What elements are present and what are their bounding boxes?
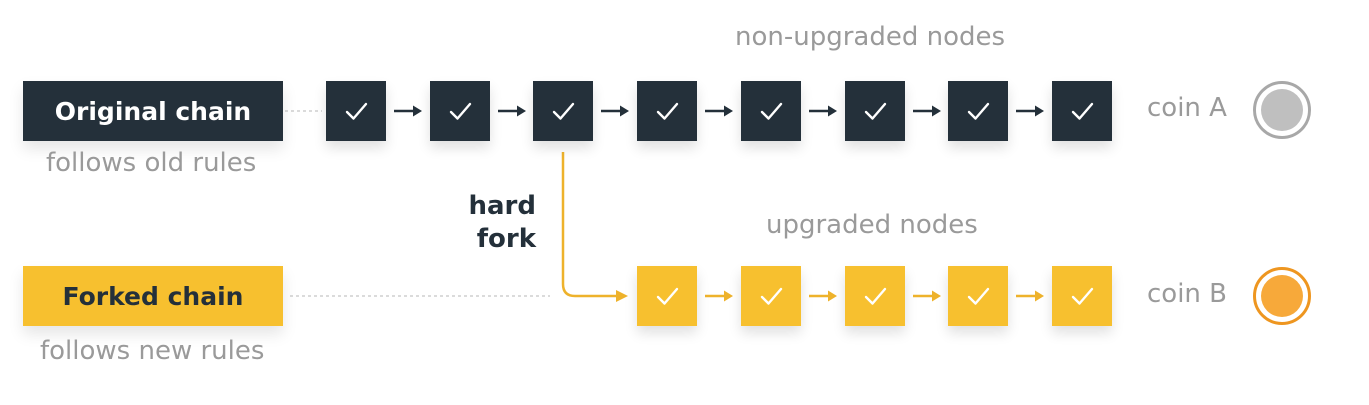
hard-fork-line2: fork <box>476 224 536 254</box>
original-chain-arrow <box>913 105 941 117</box>
checkmark-icon <box>967 102 990 120</box>
upgraded-nodes-text: upgraded nodes <box>766 210 978 240</box>
original-chain-block <box>533 81 593 141</box>
original-chain-block <box>1052 81 1112 141</box>
hard-fork-line1: hard <box>468 191 537 221</box>
original-chain-block <box>845 81 905 141</box>
forked-chain-block <box>1052 266 1112 326</box>
checkmark-icon <box>656 287 679 305</box>
coin-a-icon <box>1253 81 1311 139</box>
forked-chain-text: Forked chain <box>62 281 244 311</box>
original-chain-arrow <box>601 105 629 117</box>
original-chain-arrow <box>498 105 526 117</box>
original-chain-arrow <box>1016 105 1044 117</box>
checkmark-icon <box>345 102 368 120</box>
forked-chain-block <box>637 266 697 326</box>
hard-fork-label: hard fork <box>440 190 537 256</box>
original-chain-arrow <box>394 105 422 117</box>
checkmark-icon <box>967 287 990 305</box>
forked-chain-arrow <box>913 290 941 302</box>
fork-connector-line <box>561 152 618 298</box>
original-chain-arrow <box>705 105 733 117</box>
checkmark-icon <box>760 287 783 305</box>
forked-rules-text: follows new rules <box>40 336 265 366</box>
forked-chain-block <box>948 266 1008 326</box>
fork-connector-arrowhead <box>616 290 628 302</box>
checkmark-icon <box>760 102 783 120</box>
original-chain-label: Original chain <box>23 81 283 141</box>
forked-chain-block <box>845 266 905 326</box>
checkmark-icon <box>656 102 679 120</box>
checkmark-icon <box>552 102 575 120</box>
non-upgraded-nodes-text: non-upgraded nodes <box>735 22 1006 52</box>
coin-b-icon <box>1253 267 1311 325</box>
original-chain-block <box>637 81 697 141</box>
checkmark-icon <box>864 102 887 120</box>
forked-chain-arrow <box>1016 290 1044 302</box>
original-chain-text: Original chain <box>54 96 252 126</box>
coin-a-text: coin A <box>1147 93 1227 123</box>
forked-chain-block <box>741 266 801 326</box>
original-chain-block <box>326 81 386 141</box>
checkmark-icon <box>1071 102 1094 120</box>
forked-chain-arrow <box>705 290 733 302</box>
coin-b-text: coin B <box>1147 279 1228 309</box>
forked-chain-arrow <box>809 290 837 302</box>
original-chain-arrow <box>809 105 837 117</box>
original-chain-block <box>741 81 801 141</box>
original-chain-block <box>430 81 490 141</box>
original-rules-text: follows old rules <box>46 148 257 178</box>
checkmark-icon <box>449 102 472 120</box>
forked-chain-label: Forked chain <box>23 266 283 326</box>
checkmark-icon <box>1071 287 1094 305</box>
checkmark-icon <box>864 287 887 305</box>
original-chain-block <box>948 81 1008 141</box>
